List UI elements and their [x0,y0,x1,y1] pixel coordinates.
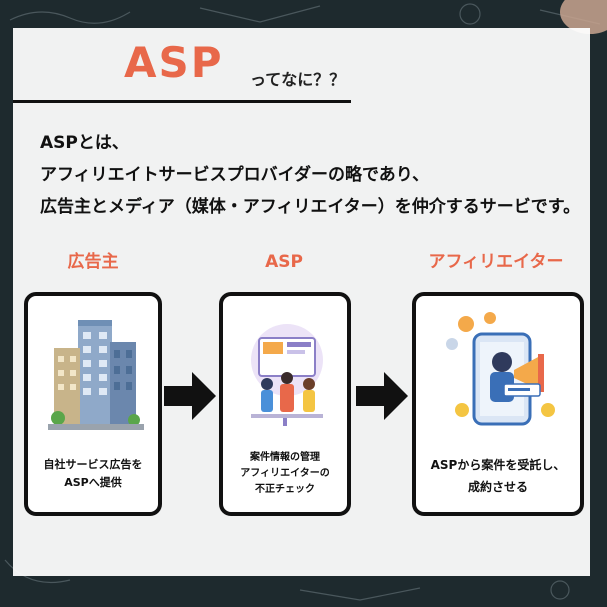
affiliate-box: ASPから案件を受託し、 成約させる [412,292,584,516]
asp-box: 案件情報の管理 アフィリエイターの 不正チェック [219,292,351,516]
description-line: アフィリエイトサービスプロバイダーの略であり、 [40,165,430,185]
caption-line: 自社サービス広告を [43,458,143,471]
description-line: 広告主とメディア（媒体・アフィリエイター）を仲介するサービです。 [40,197,581,217]
arrow-right-icon [164,372,216,420]
title-subtitle: ってなに？？ [250,70,346,89]
affiliate-caption: ASPから案件を受託し、 成約させる [416,454,580,498]
arrow-right-icon [356,372,408,420]
office-buildings-icon [48,320,144,430]
marketer-megaphone-icon [446,312,555,426]
advertiser-caption: 自社サービス広告を ASPへ提供 [28,456,158,492]
advertiser-box: 自社サービス広告を ASPへ提供 [24,292,162,516]
label-asp: ASP [265,252,303,272]
caption-line: 成約させる [467,480,528,494]
caption-line: 不正チェック [255,484,315,495]
caption-line: アフィリエイターの [240,468,330,479]
description: ASPとは、 アフィリエイトサービスプロバイダーの略であり、 広告主とメディア（… [40,127,588,223]
title-underline [13,100,351,103]
caption-line: 案件情報の管理 [250,452,320,463]
label-affiliate: アフィリエイター [428,252,564,272]
label-advertiser: 広告主 [67,252,119,272]
team-meeting-icon [251,324,323,426]
description-line: ASPとは、 [40,133,129,153]
caption-line: ASPへ提供 [64,476,122,489]
title-asp: ASP [124,38,224,87]
asp-caption: 案件情報の管理 アフィリエイターの 不正チェック [223,450,347,498]
caption-line: ASPから案件を受託し、 [430,458,566,472]
